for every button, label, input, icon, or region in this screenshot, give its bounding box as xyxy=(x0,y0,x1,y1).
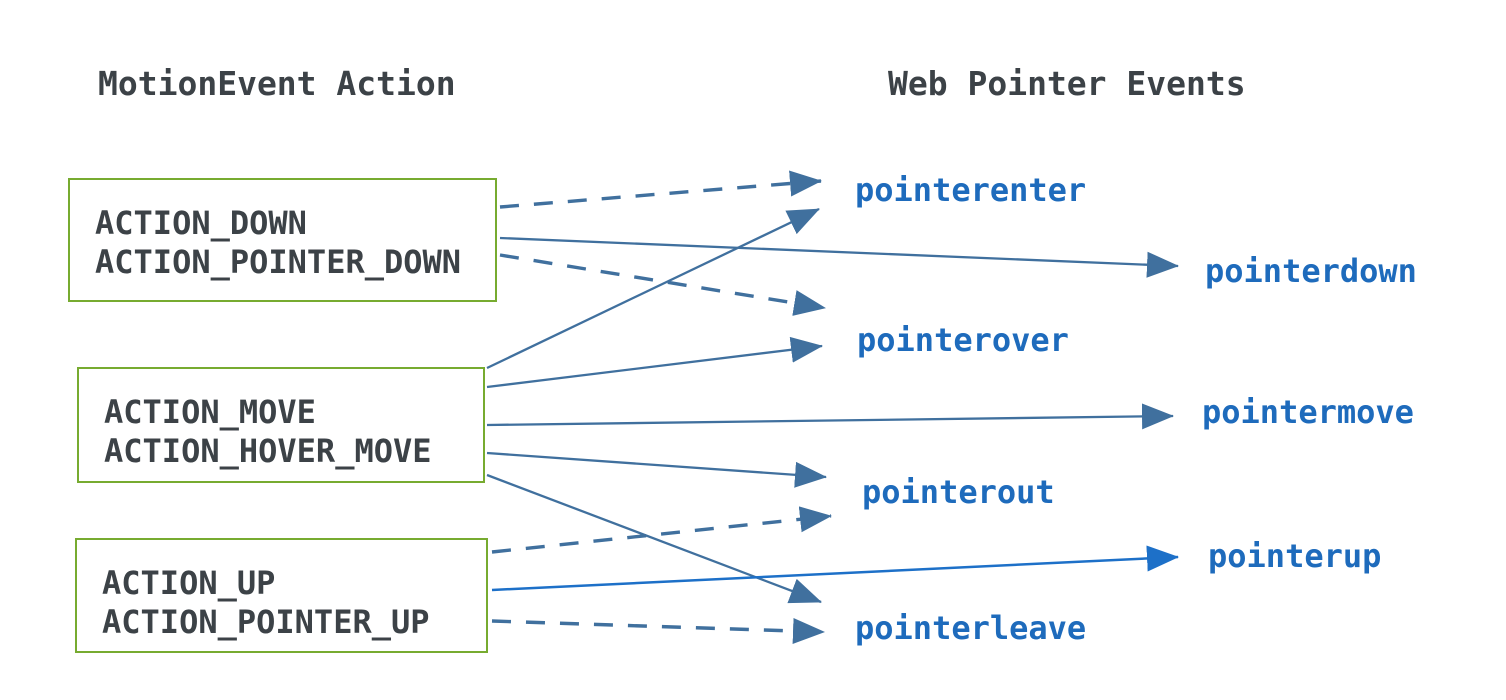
event-label-pointerout: pointerout xyxy=(862,473,1055,511)
connector-move-to-pointerenter xyxy=(486,207,820,370)
event-label-pointerover: pointerover xyxy=(857,321,1069,359)
action-label: ACTION_MOVE xyxy=(104,393,316,431)
action-label: ACTION_HOVER_MOVE xyxy=(104,432,432,470)
connector-up-to-pointerout xyxy=(491,506,832,554)
action-label: ACTION_UP xyxy=(102,564,276,602)
event-label-pointerenter: pointerenter xyxy=(855,171,1087,209)
action-box-up: ACTION_UP ACTION_POINTER_UP xyxy=(75,538,488,653)
action-box-move: ACTION_MOVE ACTION_HOVER_MOVE xyxy=(77,367,485,483)
connector-up-to-pointerleave xyxy=(491,617,825,644)
action-label: ACTION_POINTER_UP xyxy=(102,603,430,641)
connector-down-to-pointerenter xyxy=(499,170,822,209)
connector-down-to-pointerdown xyxy=(499,236,1179,278)
right-column-header: Web Pointer Events xyxy=(888,64,1246,103)
action-label: ACTION_POINTER_DOWN xyxy=(95,243,462,281)
connector-move-to-pointerout xyxy=(486,451,827,488)
connector-move-to-pointerover xyxy=(486,336,823,389)
event-label-pointermove: pointermove xyxy=(1202,393,1414,431)
connector-down-to-pointerover xyxy=(499,253,826,316)
event-label-pointerdown: pointerdown xyxy=(1205,252,1417,290)
event-label-pointerleave: pointerleave xyxy=(855,609,1087,647)
connector-move-to-pointermove xyxy=(486,403,1174,430)
event-label-pointerup: pointerup xyxy=(1208,537,1382,575)
connector-up-to-pointerup xyxy=(491,545,1179,592)
action-box-down: ACTION_DOWN ACTION_POINTER_DOWN xyxy=(68,178,497,302)
action-label: ACTION_DOWN xyxy=(95,204,307,242)
left-column-header: MotionEvent Action xyxy=(98,64,456,103)
connector-move-to-pointerleave xyxy=(486,473,822,604)
